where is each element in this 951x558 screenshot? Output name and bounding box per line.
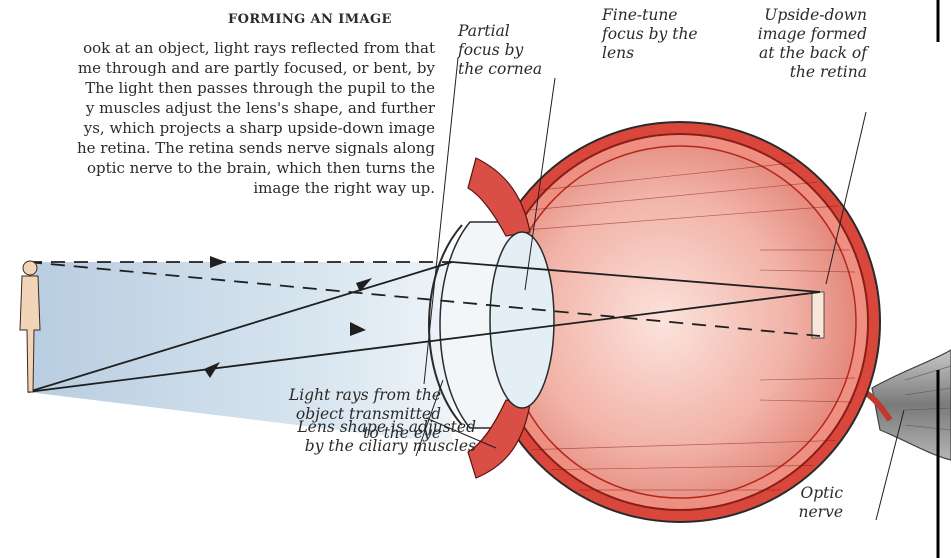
- cornea-label-line: the cornea: [458, 60, 542, 79]
- lens-focus-label-line: Fine-tune: [602, 6, 698, 25]
- optic-nerve-label-line: Optic: [799, 484, 844, 503]
- body-line: image the right way up.: [0, 178, 435, 198]
- cornea-label-line: Partial: [458, 22, 542, 41]
- body-line: he retina. The retina sends nerve signal…: [0, 138, 435, 158]
- retina-image-label-line: the retina: [758, 63, 867, 82]
- body-line: ook at an object, light rays reflected f…: [0, 38, 435, 58]
- body-line: ys, which projects a sharp upside-down i…: [0, 118, 435, 138]
- diagram-heading: FORMING AN IMAGE: [228, 12, 392, 27]
- ciliary-label: Lens shape is adjusted by the ciliary mu…: [297, 418, 476, 456]
- body-line: optic nerve to the brain, which then tur…: [0, 158, 435, 178]
- body-line: y muscles adjust the lens's shape, and f…: [0, 98, 435, 118]
- cornea-label-line: focus by: [458, 41, 542, 60]
- optic-nerve-label-line: nerve: [799, 503, 844, 522]
- retina-image-label-line: image formed: [758, 25, 867, 44]
- body-paragraph: ook at an object, light rays reflected f…: [0, 38, 435, 198]
- ciliary-label-line: by the ciliary muscles: [297, 437, 476, 456]
- body-line: The light then passes through the pupil …: [0, 78, 435, 98]
- retina-image-label: Upside-down image formed at the back of …: [758, 6, 867, 82]
- lens-focus-label-line: lens: [602, 44, 698, 63]
- retina-image-label-line: Upside-down: [758, 6, 867, 25]
- lens-focus-label: Fine-tune focus by the lens: [602, 6, 698, 63]
- cornea-label: Partial focus by the cornea: [458, 22, 542, 79]
- lens: [490, 232, 554, 408]
- retina-image: [812, 292, 824, 338]
- lens-focus-label-line: focus by the: [602, 25, 698, 44]
- light-rays-label-line: Light rays from the: [289, 386, 441, 405]
- body-line: me through and are partly focused, or be…: [0, 58, 435, 78]
- retina-image-label-line: at the back of: [758, 44, 867, 63]
- ciliary-label-line: Lens shape is adjusted: [297, 418, 476, 437]
- optic-nerve-label: Optic nerve: [799, 484, 844, 522]
